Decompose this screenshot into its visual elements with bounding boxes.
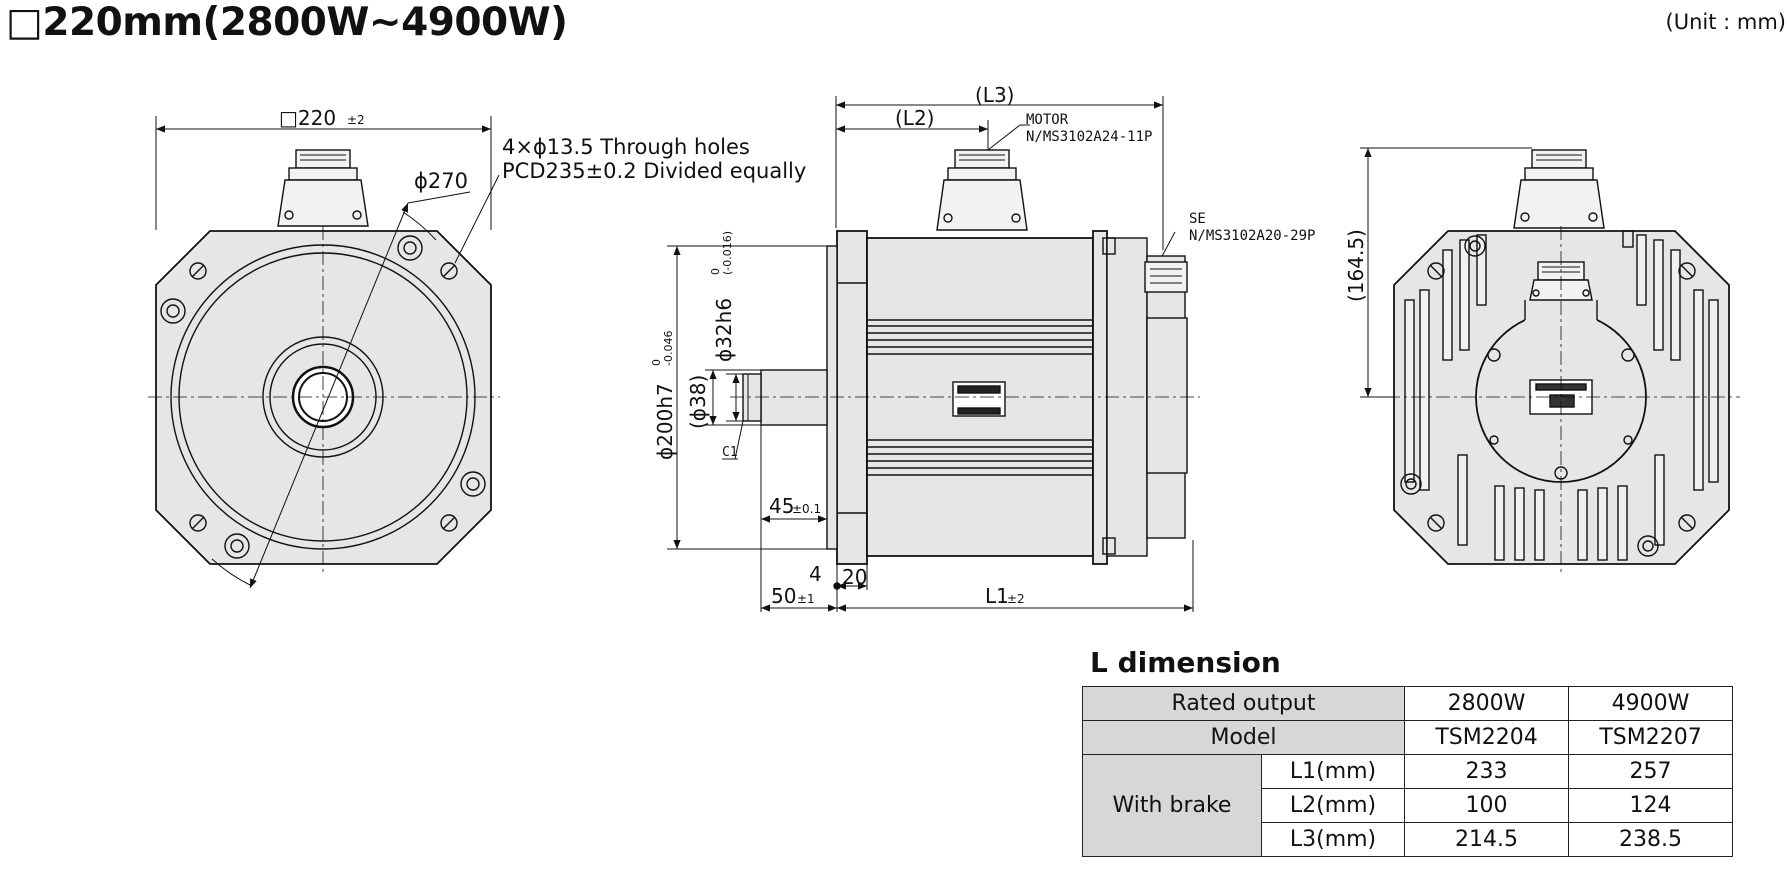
encoder-connector-model: N/MS3102A20-29P xyxy=(1189,228,1315,244)
rear-height-label: (164.5) xyxy=(1344,229,1368,302)
l1-2800w: 233 xyxy=(1404,754,1569,789)
pcd-label: PCD235±0.2 Divided equally xyxy=(502,159,806,183)
square-dimension-tolerance: ±2 xyxy=(347,113,365,127)
unit-note: (Unit : mm) xyxy=(1665,10,1786,34)
chamfer-label: C1 xyxy=(722,445,738,460)
front-view-labels: □220 ±2 4×ϕ13.5 Through holes PCD235±0.2… xyxy=(279,106,806,193)
row-label-l2: L2(mm) xyxy=(1261,788,1405,823)
l2-4900w: 124 xyxy=(1568,788,1733,823)
side-view xyxy=(667,96,1200,612)
shaft-tolerance-lower: (-0.016) xyxy=(721,231,734,275)
table-row: With brake L1(mm) 233 257 xyxy=(1082,754,1733,857)
output-2800w: 2800W xyxy=(1404,686,1569,721)
shaft-diameter-label: ϕ32h6 xyxy=(712,298,736,362)
encoder-connector-label: SE xyxy=(1189,211,1206,227)
rear-view xyxy=(1360,147,1740,572)
flange-gap-label: 4 xyxy=(809,562,822,586)
l1-4900w: 257 xyxy=(1568,754,1733,789)
pilot-diameter-label: ϕ200h7 xyxy=(653,383,677,460)
output-4900w: 4900W xyxy=(1568,686,1733,721)
with-brake-label: With brake xyxy=(1082,754,1262,857)
key-length-tolerance: ±0.1 xyxy=(792,502,821,516)
table-row: Model TSM2204 TSM2207 xyxy=(1082,720,1733,755)
table-row: Rated output 2800W 4900W xyxy=(1082,686,1733,721)
table-row: L3(mm) 214.5 238.5 xyxy=(1083,822,1733,857)
shaft-step-label: (ϕ38) xyxy=(686,375,710,429)
mounting-holes-label: 4×ϕ13.5 Through holes xyxy=(502,135,750,159)
rated-output-header: Rated output xyxy=(1082,686,1405,721)
l3-4900w: 238.5 xyxy=(1568,822,1733,857)
l2-2800w: 100 xyxy=(1404,788,1569,823)
outer-diameter-label: ϕ270 xyxy=(414,169,468,193)
model-tsm2204: TSM2204 xyxy=(1404,720,1569,755)
l-dimension-table: Rated output 2800W 4900W Model TSM2204 T… xyxy=(1082,686,1733,857)
l2-label: (L2) xyxy=(895,106,934,130)
front-view xyxy=(148,116,500,589)
table-row: L2(mm) 100 124 xyxy=(1083,788,1733,823)
l-dimension-heading: L dimension xyxy=(1090,646,1281,679)
l1-tolerance: ±2 xyxy=(1007,592,1025,606)
pilot-tolerance-upper: 0 xyxy=(650,359,663,366)
row-label-l3: L3(mm) xyxy=(1261,822,1405,857)
l3-label: (L3) xyxy=(975,83,1014,107)
l1-label: L1 xyxy=(985,584,1009,608)
shaft-tolerance-upper: 0 xyxy=(709,268,722,275)
shaft-length-tolerance: ±1 xyxy=(797,592,815,606)
model-tsm2207: TSM2207 xyxy=(1568,720,1733,755)
motor-connector-model: N/MS3102A24-11P xyxy=(1026,129,1152,145)
page-title: □220mm(2800W~4900W) xyxy=(6,0,568,45)
pilot-tolerance-lower: -0.046 xyxy=(662,331,675,366)
shaft-length-label: 50 xyxy=(771,584,796,608)
rear-view-labels: (164.5) xyxy=(1344,229,1368,302)
square-dimension-label: □220 xyxy=(279,106,336,130)
l3-2800w: 214.5 xyxy=(1404,822,1569,857)
key-length-label: 45 xyxy=(769,494,794,518)
flange-thickness-label: 20 xyxy=(842,565,867,589)
row-label-l1: L1(mm) xyxy=(1261,754,1405,789)
model-header: Model xyxy=(1082,720,1405,755)
side-view-labels: (L3) (L2) MOTOR N/MS3102A24-11P SE N/MS3… xyxy=(650,83,1315,608)
motor-connector-label: MOTOR xyxy=(1026,112,1069,128)
